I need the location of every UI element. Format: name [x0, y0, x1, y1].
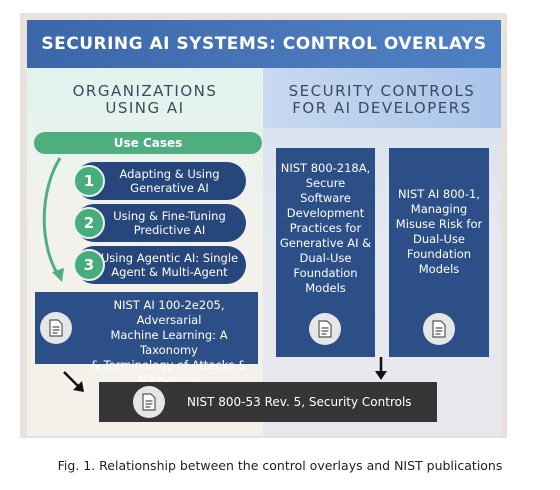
figure-caption: Fig. 1. Relationship between the control… — [57, 458, 503, 473]
nist-ai-100-2-box: NIST AI 100-2e205, Adversarial Machine L… — [35, 292, 258, 387]
title-banner: SECURING AI SYSTEMS: CONTROL OVERLAYS — [27, 20, 501, 68]
nist-800-218a-label: NIST 800-218A, Secure Software Developme… — [279, 161, 372, 295]
document-icon — [40, 312, 72, 344]
green-curved-arrow-icon — [42, 157, 64, 282]
nist-800-53-bar: NIST 800-53 Rev. 5, Security Controls — [99, 382, 437, 422]
right-column-heading: SECURITY CONTROLS FOR AI DEVELOPERS — [288, 82, 476, 117]
use-case-1-number: 1 — [73, 165, 105, 197]
left-column-heading: ORGANIZATIONS USING AI — [72, 82, 218, 117]
nist-800-53-label: NIST 800-53 Rev. 5, Security Controls — [187, 395, 412, 409]
title-text: SECURING AI SYSTEMS: CONTROL OVERLAYS — [41, 34, 487, 54]
arrow-icon — [375, 357, 387, 380]
use-case-3: Using Agentic AI: Single Agent & Multi-A… — [75, 246, 246, 284]
document-icon — [133, 386, 165, 418]
nist-ai-100-2-label: NIST AI 100-2e205, Adversarial Machine L… — [90, 298, 248, 387]
arrow-icon — [63, 371, 84, 392]
use-cases-pill: Use Cases — [34, 132, 262, 154]
right-header-background — [263, 68, 501, 128]
nist-ai-800-1-label: NIST AI 800-1, Managing Misuse Risk for … — [395, 187, 483, 276]
use-case-2-number: 2 — [73, 207, 105, 239]
document-icon — [309, 313, 341, 345]
document-icon — [423, 313, 455, 345]
use-case-3-number: 3 — [73, 249, 105, 281]
